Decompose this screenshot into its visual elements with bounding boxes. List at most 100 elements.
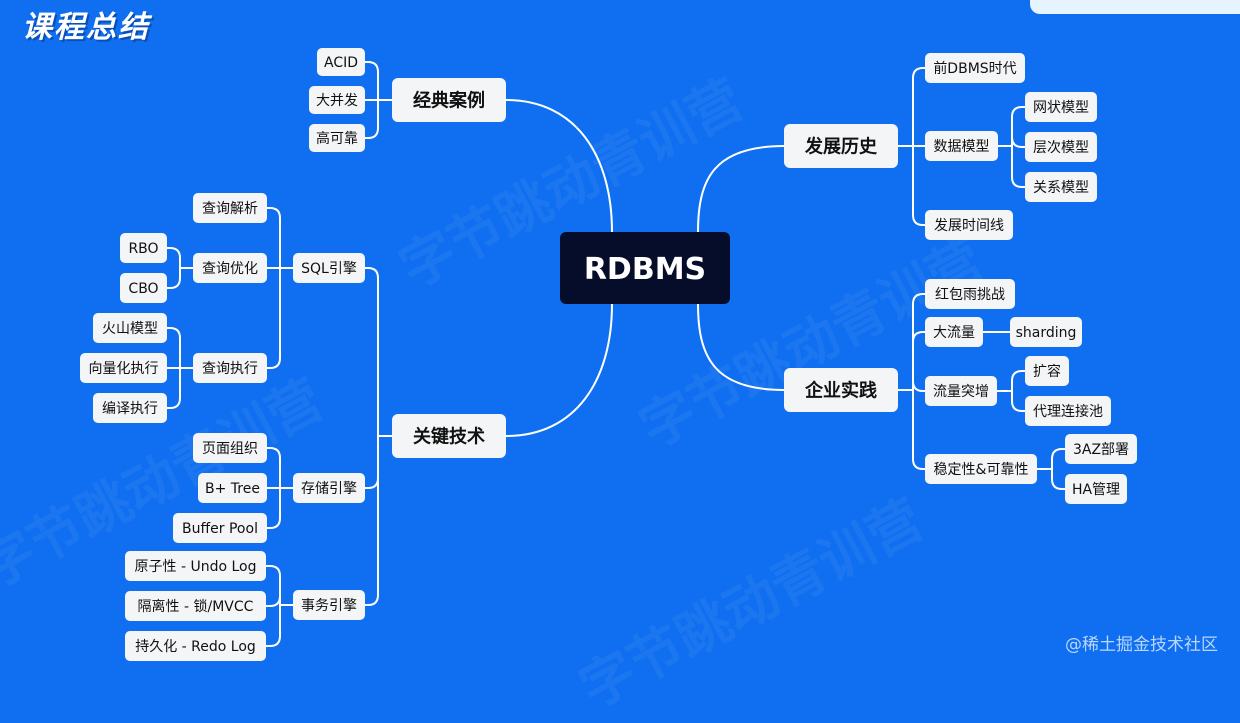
node-3-2-0[interactable]: 原子性 - Undo Log <box>125 551 266 581</box>
branch-node-2[interactable]: 经典案例 <box>392 78 506 122</box>
node-0-1-0-box <box>1025 92 1097 122</box>
node-3-1-1-box <box>198 473 267 503</box>
node-3-1-0-label: 页面组织 <box>202 441 258 457</box>
connector-line <box>1011 136 1026 148</box>
branch-node-3[interactable]: 关键技术 <box>392 414 506 458</box>
node-1-1-0-box <box>1010 317 1082 347</box>
connector-line <box>1051 448 1066 470</box>
node-0-1-1[interactable]: 层次模型 <box>1025 132 1097 162</box>
node-3-2-2-label: 持久化 - Redo Log <box>135 639 256 655</box>
node-1-1-label: 大流量 <box>933 325 975 341</box>
node-3-0-1[interactable]: 查询优化 <box>193 253 267 283</box>
connector-line <box>912 293 926 391</box>
node-1-1-0-label: sharding <box>1016 325 1077 341</box>
node-3-2-0-box <box>125 551 266 581</box>
connector-line <box>265 595 281 607</box>
connector-line <box>1011 390 1026 412</box>
center-node-rdbms[interactable]: RDBMS <box>560 232 730 304</box>
connector-line <box>912 145 926 226</box>
node-3-0-1-1-label: CBO <box>128 281 158 297</box>
node-2-2-label: 高可靠 <box>316 130 358 147</box>
node-3-1-box <box>293 473 365 503</box>
node-3-1-2-label: Buffer Pool <box>182 521 258 537</box>
connector-line <box>912 380 926 392</box>
connector-line <box>166 247 181 269</box>
node-3-0-1-0[interactable]: RBO <box>120 233 167 263</box>
branch-node-3-label: 关键技术 <box>413 425 485 447</box>
node-0-1[interactable]: 数据模型 <box>925 131 998 161</box>
node-3-0-0[interactable]: 查询解析 <box>193 193 267 223</box>
node-3-0-2-1-box <box>80 353 167 383</box>
node-1-2-0[interactable]: 扩容 <box>1025 356 1069 386</box>
node-3-0-0-box <box>193 193 267 223</box>
node-0-2-label: 发展时间线 <box>934 218 1004 234</box>
node-3-0-2-2-label: 编译执行 <box>102 401 158 417</box>
node-3-2-2-box <box>125 631 266 661</box>
node-3-0[interactable]: SQL引擎 <box>293 253 365 283</box>
node-2-0[interactable]: ACID <box>317 48 365 76</box>
node-3-0-2-0[interactable]: 火山模型 <box>93 313 167 343</box>
branch-node-1[interactable]: 企业实践 <box>784 368 898 412</box>
node-1-3-label: 稳定性&可靠性 <box>934 462 1029 478</box>
connector-line <box>266 487 281 529</box>
node-0-1-2[interactable]: 关系模型 <box>1025 172 1097 202</box>
node-1-2-0-label: 扩容 <box>1033 363 1061 380</box>
connector-line <box>166 327 181 369</box>
branch-node-0-label: 发展历史 <box>804 135 878 157</box>
node-1-2-0-box <box>1025 356 1069 386</box>
node-1-3-0[interactable]: 3AZ部署 <box>1065 434 1137 464</box>
connector-line <box>505 303 613 437</box>
node-1-1-0[interactable]: sharding <box>1010 317 1082 347</box>
connector-line <box>912 331 926 391</box>
branch-node-1-box <box>784 368 898 412</box>
connector-line <box>697 303 785 391</box>
node-1-3[interactable]: 稳定性&可靠性 <box>925 454 1037 484</box>
node-3-2-box <box>293 590 365 620</box>
node-3-0-2-0-label: 火山模型 <box>102 321 158 337</box>
branch-node-2-box <box>392 78 506 122</box>
slide-title: 课程总结 <box>22 10 150 45</box>
connector-line <box>266 447 281 489</box>
node-3-1-0-box <box>193 433 267 463</box>
node-3-1-2[interactable]: Buffer Pool <box>173 513 267 543</box>
node-3-0-1-box <box>193 253 267 283</box>
node-1-2[interactable]: 流量突增 <box>925 376 997 406</box>
connector-line <box>364 61 379 101</box>
branch-node-2-label: 经典案例 <box>413 89 485 111</box>
node-0-1-box <box>925 131 998 161</box>
connector-line <box>912 389 926 470</box>
node-1-3-1[interactable]: HA管理 <box>1065 474 1127 504</box>
node-3-2-2[interactable]: 持久化 - Redo Log <box>125 631 266 661</box>
connector-lines <box>166 61 1066 647</box>
node-3-2-1[interactable]: 隔离性 - 锁/MVCC <box>125 591 266 621</box>
node-0-0[interactable]: 前DBMS时代 <box>925 53 1025 83</box>
node-3-0-1-1[interactable]: CBO <box>120 273 167 303</box>
node-3-1[interactable]: 存储引擎 <box>293 473 365 503</box>
connector-line <box>697 145 785 233</box>
node-1-1[interactable]: 大流量 <box>925 317 983 347</box>
node-1-3-0-box <box>1065 434 1137 464</box>
node-0-1-label: 数据模型 <box>934 139 990 155</box>
top-tab[interactable] <box>1030 0 1240 14</box>
node-1-0[interactable]: 红包雨挑战 <box>925 279 1015 309</box>
branch-node-0[interactable]: 发展历史 <box>784 124 898 168</box>
node-1-0-label: 红包雨挑战 <box>935 287 1005 303</box>
node-3-1-0[interactable]: 页面组织 <box>193 433 267 463</box>
node-3-1-1[interactable]: B+ Tree <box>198 473 267 503</box>
node-0-1-0[interactable]: 网状模型 <box>1025 92 1097 122</box>
node-2-1[interactable]: 大并发 <box>309 86 365 114</box>
node-0-2[interactable]: 发展时间线 <box>925 210 1013 240</box>
connector-line <box>364 435 379 489</box>
node-3-0-2-2[interactable]: 编译执行 <box>93 393 167 423</box>
node-3-0-2-1[interactable]: 向量化执行 <box>80 353 167 383</box>
node-3-2[interactable]: 事务引擎 <box>293 590 365 620</box>
center-node-rdbms-box <box>560 232 730 304</box>
node-3-0-2[interactable]: 查询执行 <box>193 353 267 383</box>
branch-node-1-label: 企业实践 <box>804 379 877 401</box>
node-1-2-1[interactable]: 代理连接池 <box>1025 396 1111 426</box>
node-2-2[interactable]: 高可靠 <box>309 124 365 152</box>
connector-line <box>364 435 379 606</box>
connector-line <box>266 267 281 369</box>
